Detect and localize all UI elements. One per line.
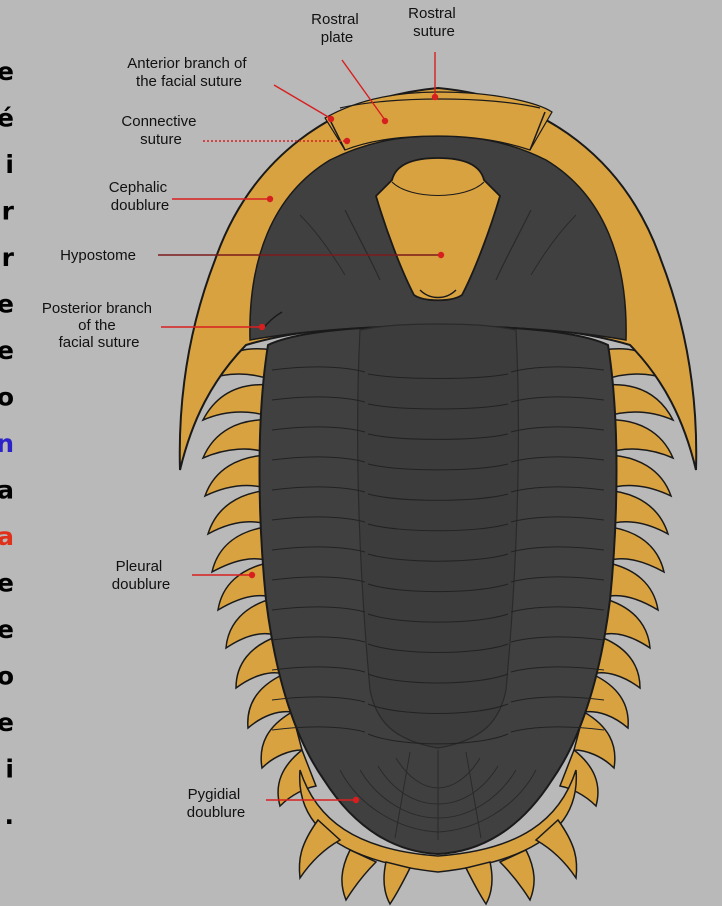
connective-suture-label: Connective suture <box>121 113 200 148</box>
edge-letter: r <box>2 197 15 226</box>
edge-letter: e <box>0 290 14 319</box>
pleural-doublure-label: Pleural doublure <box>112 558 170 593</box>
hypostome-label: Hypostome <box>60 247 136 264</box>
edge-letter: a <box>0 476 14 505</box>
edge-letter: e <box>0 708 14 737</box>
rostral-suture-label: Rostral suture <box>408 5 460 40</box>
axial-lobe <box>358 324 519 748</box>
anterior-branch-label: Anterior branch of the facial suture <box>127 55 250 90</box>
edge-letter: e <box>0 615 14 644</box>
edge-letter: o <box>0 662 14 691</box>
edge-letter: i <box>5 755 14 784</box>
edge-letter: r <box>2 243 15 272</box>
edge-letter: é <box>0 104 14 133</box>
edge-letter: e <box>0 57 14 86</box>
edge-letter: e <box>0 336 14 365</box>
edge-letter: . <box>5 801 15 830</box>
trilobite-illustration <box>180 88 696 904</box>
edge-letter: n <box>0 429 14 458</box>
cephalic-doublure-label: Cephalic doublure <box>109 179 172 214</box>
edge-letter: i <box>5 150 14 179</box>
pygidial-doublure-label: Pygidial doublure <box>187 786 245 821</box>
edge-letter: a <box>0 522 14 551</box>
edge-letter: e <box>0 569 14 598</box>
rostral-plate-label: Rostral plate <box>311 11 363 46</box>
edge-letter: o <box>0 383 14 412</box>
posterior-branch-label: Posterior branch of the facial suture <box>42 300 156 351</box>
